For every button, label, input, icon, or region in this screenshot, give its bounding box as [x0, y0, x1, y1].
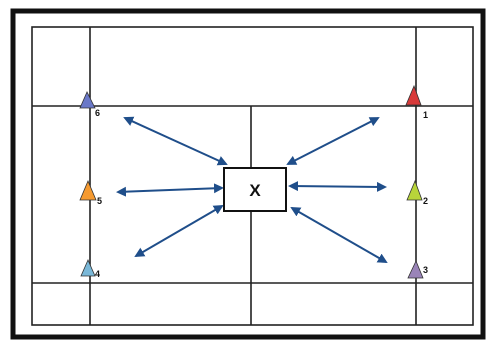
cone-5-number: 5: [97, 196, 102, 206]
cone-1-icon: [405, 84, 422, 106]
cone-1: 1: [405, 84, 428, 120]
cone-6-number: 6: [95, 108, 100, 118]
cone-1-number: 1: [423, 110, 428, 120]
arrow-to-cone-3: [290, 207, 388, 263]
cone-5: 5: [79, 179, 102, 206]
cone-2-icon: [406, 179, 423, 201]
arrow-to-cone-5: [116, 183, 224, 197]
cone-5-icon: [79, 179, 97, 201]
cone-3: 3: [407, 260, 428, 279]
arrow-to-cone-4: [134, 204, 224, 258]
cone-4: 4: [80, 259, 100, 279]
arrow-to-cone-1: [286, 117, 380, 165]
cone-3-icon: [407, 260, 424, 279]
cone-3-number: 3: [423, 265, 428, 275]
cone-4-number: 4: [95, 269, 100, 279]
cone-2-number: 2: [423, 196, 428, 206]
cone-6-icon: [79, 91, 96, 109]
cone-4-icon: [80, 259, 96, 277]
center-box: [223, 167, 287, 212]
cone-2: 2: [406, 179, 428, 206]
arrow-to-cone-2: [288, 181, 387, 192]
arrows: [116, 116, 388, 263]
arrow-to-cone-6: [123, 116, 228, 166]
cone-6: 6: [79, 91, 100, 118]
center-label: X: [249, 181, 261, 200]
court-boundary: [31, 26, 474, 326]
